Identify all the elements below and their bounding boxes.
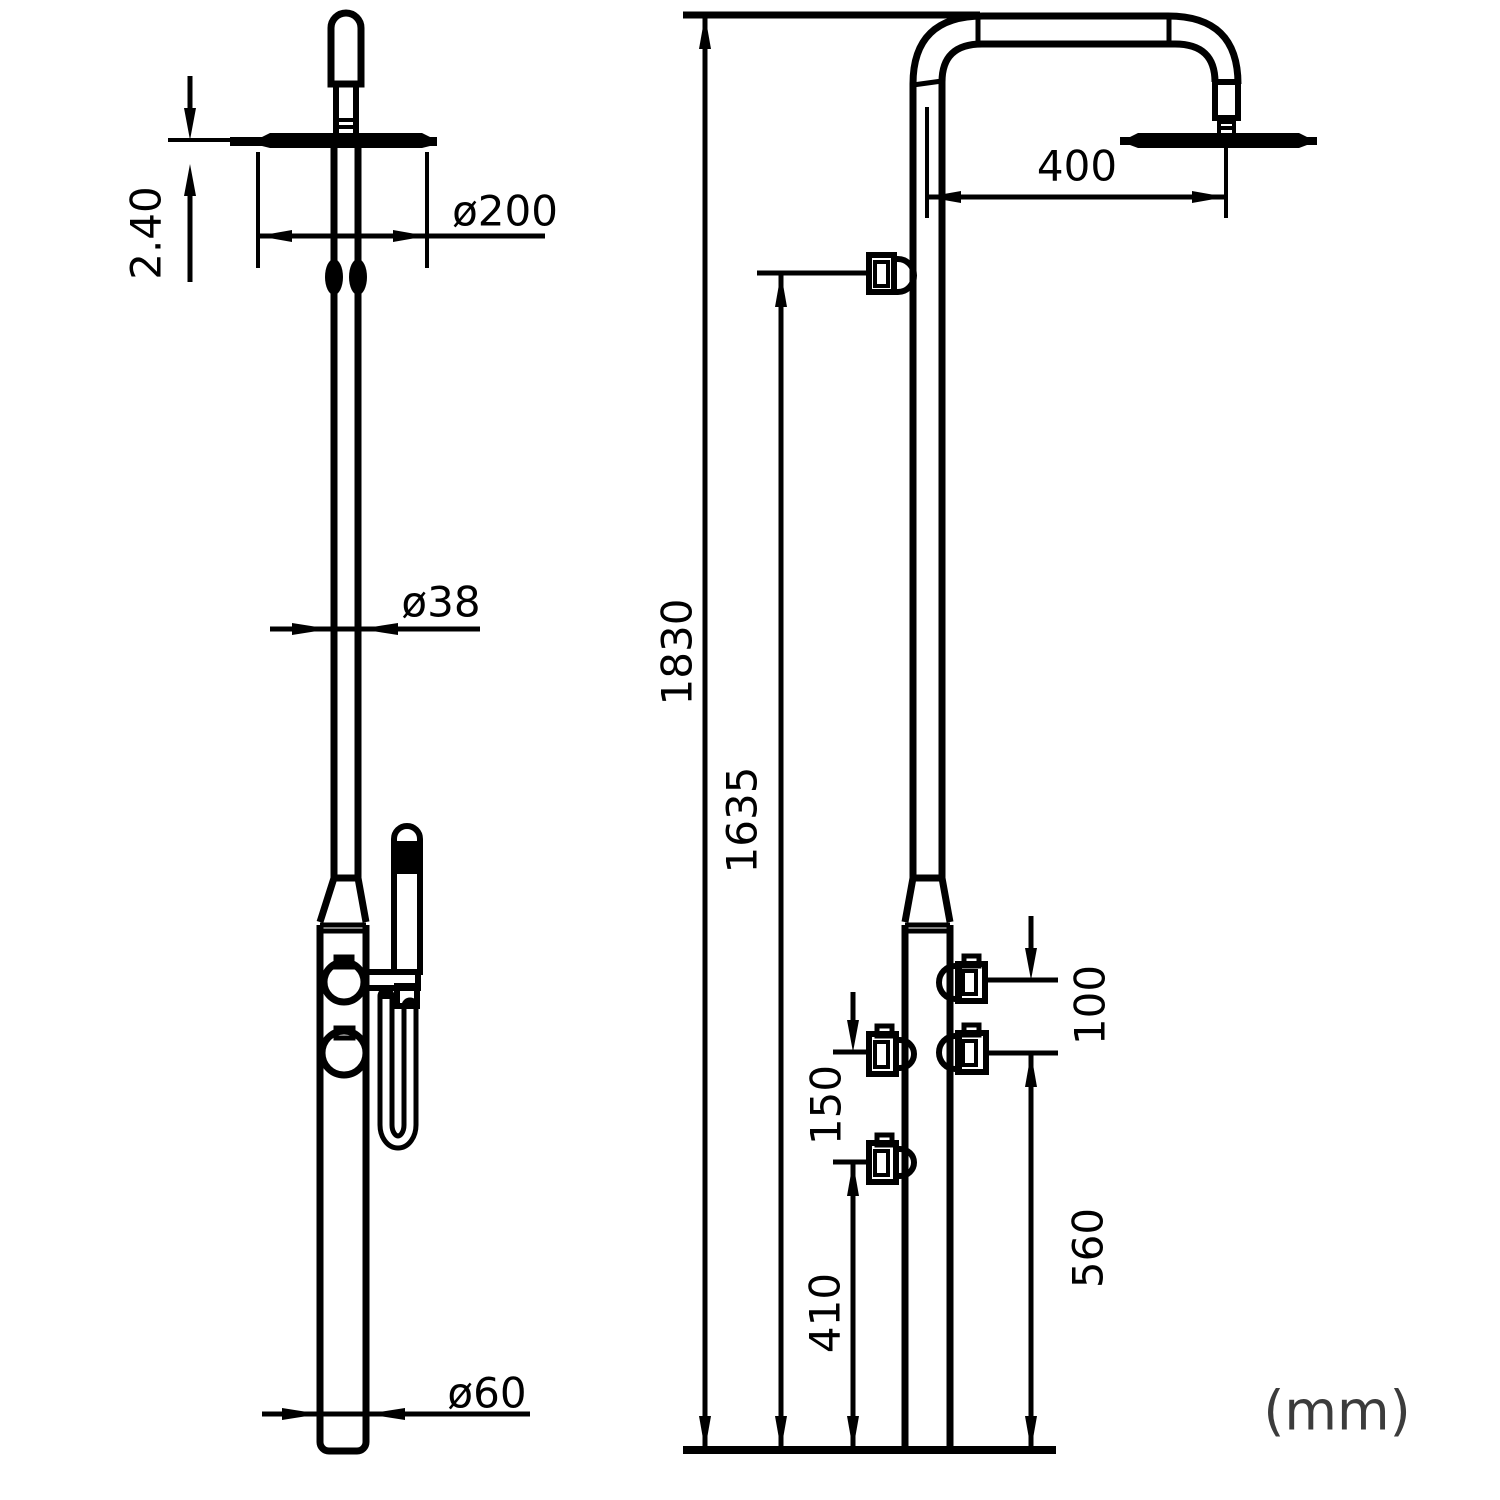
- right-knob-upper-dome: [936, 963, 962, 1002]
- arrow-right-icon: [292, 623, 330, 635]
- arrow-left-icon: [258, 230, 292, 242]
- arrow-up-icon: [847, 1162, 859, 1196]
- arch-outer: [909, 12, 1242, 86]
- dimensions: 2.40 ø200 ø38 ø60 1830 1635: [122, 11, 1411, 1454]
- handle-capsule: [327, 9, 365, 88]
- arrow-up-icon: [184, 164, 196, 196]
- knob2-front: [318, 1027, 370, 1079]
- arrow-up-icon: [775, 273, 787, 307]
- taper-side: [316, 874, 370, 924]
- arrow-down-icon: [847, 1416, 859, 1450]
- arrow-left-icon: [927, 191, 961, 203]
- taper-collar-front: [905, 922, 950, 934]
- right-knob-lower-body: [955, 1030, 989, 1075]
- dim-diverter-height-label: 1635: [718, 767, 767, 874]
- arrow-right-icon: [1192, 191, 1226, 203]
- riser-pipe-front: [909, 82, 946, 878]
- arch-joint-lines: [912, 16, 1238, 88]
- side-view: [230, 9, 437, 1455]
- ball-joint-left-bulge: [325, 259, 343, 295]
- right-knob-lower-slot: [961, 1039, 978, 1067]
- dim-head-diameter-label: ø200: [452, 187, 558, 236]
- ext-lines-right-knobs: [984, 977, 1058, 1056]
- wand-connector: [394, 983, 420, 1009]
- arrow-left-icon: [360, 623, 398, 635]
- dim-left-knob-spacing-label: 150: [802, 1065, 851, 1145]
- neck-ridges: [338, 118, 354, 129]
- head-connector: [1212, 79, 1241, 121]
- riser-pipe-side: [330, 148, 362, 878]
- arrow-down-icon: [1025, 1416, 1037, 1450]
- arrow-down-icon: [1025, 948, 1037, 980]
- diverter-valve-slot: [873, 260, 890, 288]
- front-view: [866, 12, 1317, 1450]
- hose-outer: [377, 987, 419, 1151]
- taper-front: [901, 874, 954, 923]
- dim-column-diameter-label: ø60: [447, 1369, 526, 1418]
- arrow-left-icon: [367, 1408, 405, 1420]
- arrow-up-icon: [1025, 1053, 1037, 1087]
- arrow-down-icon: [847, 1020, 859, 1052]
- arrow-right-icon: [282, 1408, 320, 1420]
- arrow-down-icon: [184, 108, 196, 140]
- dim-right-knob-spacing-label: 100: [1066, 965, 1115, 1045]
- hand-shower-wand: [391, 823, 423, 975]
- hose-inner: [382, 999, 414, 1146]
- dim-right-knob-height-label: 560: [1064, 1208, 1113, 1288]
- right-knob-upper-slot: [961, 969, 978, 996]
- rain-head-disc: [1120, 133, 1317, 148]
- dim-pipe-diameter-label: ø38: [401, 578, 480, 627]
- dim-arm-reach-label: 400: [1037, 142, 1117, 191]
- left-knob-lower-dome: [893, 1146, 917, 1179]
- shower-head-disc-side: [230, 133, 437, 148]
- hand-shower-head: [397, 841, 417, 874]
- taper-collar-side: [320, 922, 366, 934]
- column-front: [901, 925, 954, 1450]
- ball-joint-right-bulge: [349, 259, 367, 295]
- arch-inner: [938, 40, 1219, 83]
- left-knob-upper-dome: [893, 1037, 917, 1071]
- right-knob-upper: [936, 953, 988, 1004]
- arrow-up-icon: [699, 15, 711, 49]
- dim-total-height-label: 1830: [653, 599, 702, 706]
- ext-lines-head-diameter: [256, 152, 429, 268]
- column-side: [316, 925, 370, 1455]
- unit-label: (mm): [1263, 1380, 1410, 1443]
- handle-neck: [333, 84, 359, 133]
- left-knob-lower-slot: [873, 1149, 890, 1177]
- diverter-valve-dome: [891, 256, 917, 295]
- right-knob-lower-dome: [936, 1033, 962, 1072]
- right-knob-lower: [936, 1022, 989, 1075]
- arrow-down-icon: [775, 1416, 787, 1450]
- dim-lower-knob-height-label: 410: [801, 1273, 850, 1353]
- dim-disc-thickness-label: 2.40: [122, 186, 171, 280]
- left-knob-upper-slot: [873, 1040, 890, 1069]
- head-neck: [1217, 118, 1236, 133]
- arrow-right-icon: [393, 230, 427, 242]
- arrow-down-icon: [699, 1416, 711, 1450]
